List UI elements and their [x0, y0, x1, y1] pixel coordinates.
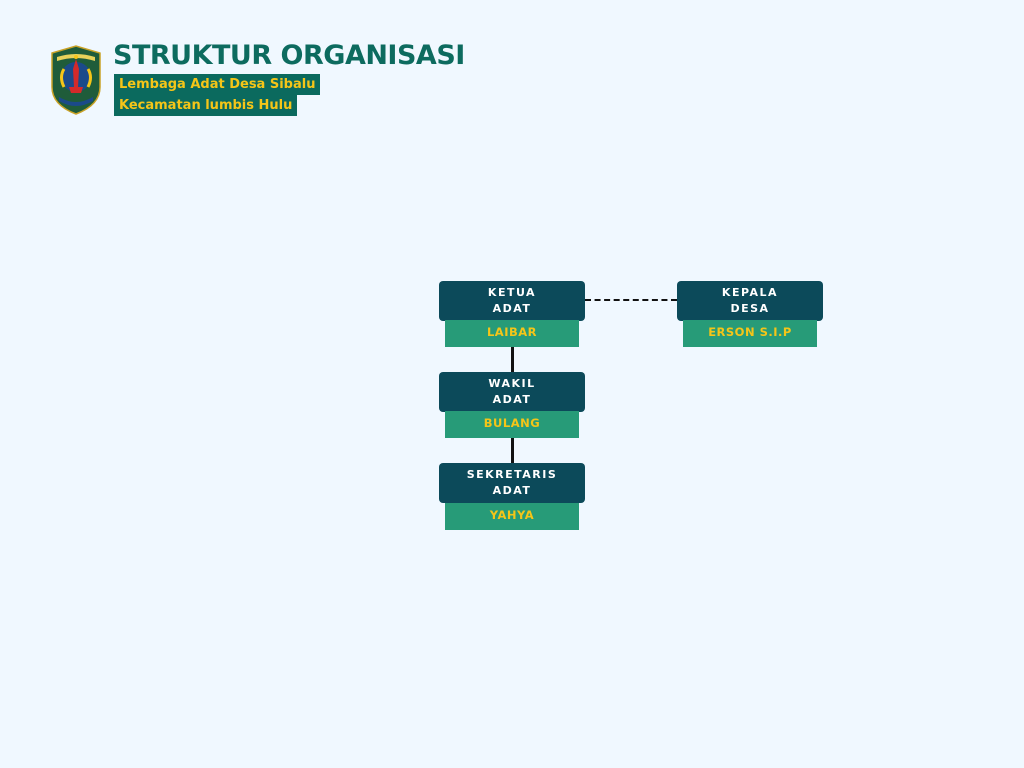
connector-ketua-kepala-desa — [585, 299, 677, 301]
node-name-kepala-desa: ERSON S.I.P — [683, 320, 817, 347]
node-role-line1: KEPALA — [721, 286, 779, 299]
node-wakil-adat: WAKIL ADAT — [439, 372, 585, 412]
node-sekretaris-adat: SEKRETARIS ADAT — [439, 463, 585, 503]
regency-crest-icon — [51, 45, 101, 115]
node-name-sekretaris-adat: YAHYA — [445, 503, 579, 530]
node-role-line2: ADAT — [492, 484, 532, 497]
node-name-ketua-adat: LAIBAR — [445, 320, 579, 347]
node-role-line1: WAKIL — [488, 377, 536, 390]
connector-ketua-wakil — [511, 347, 514, 372]
node-role-line2: DESA — [730, 302, 770, 315]
node-role-line2: ADAT — [492, 302, 532, 315]
subtitle-district: Kecamatan lumbis Hulu — [114, 95, 298, 116]
connector-wakil-sekretaris — [511, 438, 514, 463]
page-title: STRUKTUR ORGANISASI — [113, 40, 465, 71]
node-name-wakil-adat: BULANG — [445, 411, 579, 438]
node-role-line2: ADAT — [492, 393, 532, 406]
node-role-line1: SEKRETARIS — [466, 468, 558, 481]
subtitle-institution: Lembaga Adat Desa Sibalu — [114, 74, 321, 95]
node-ketua-adat: KETUA ADAT — [439, 281, 585, 321]
node-role-line1: KETUA — [487, 286, 537, 299]
node-kepala-desa: KEPALA DESA — [677, 281, 823, 321]
